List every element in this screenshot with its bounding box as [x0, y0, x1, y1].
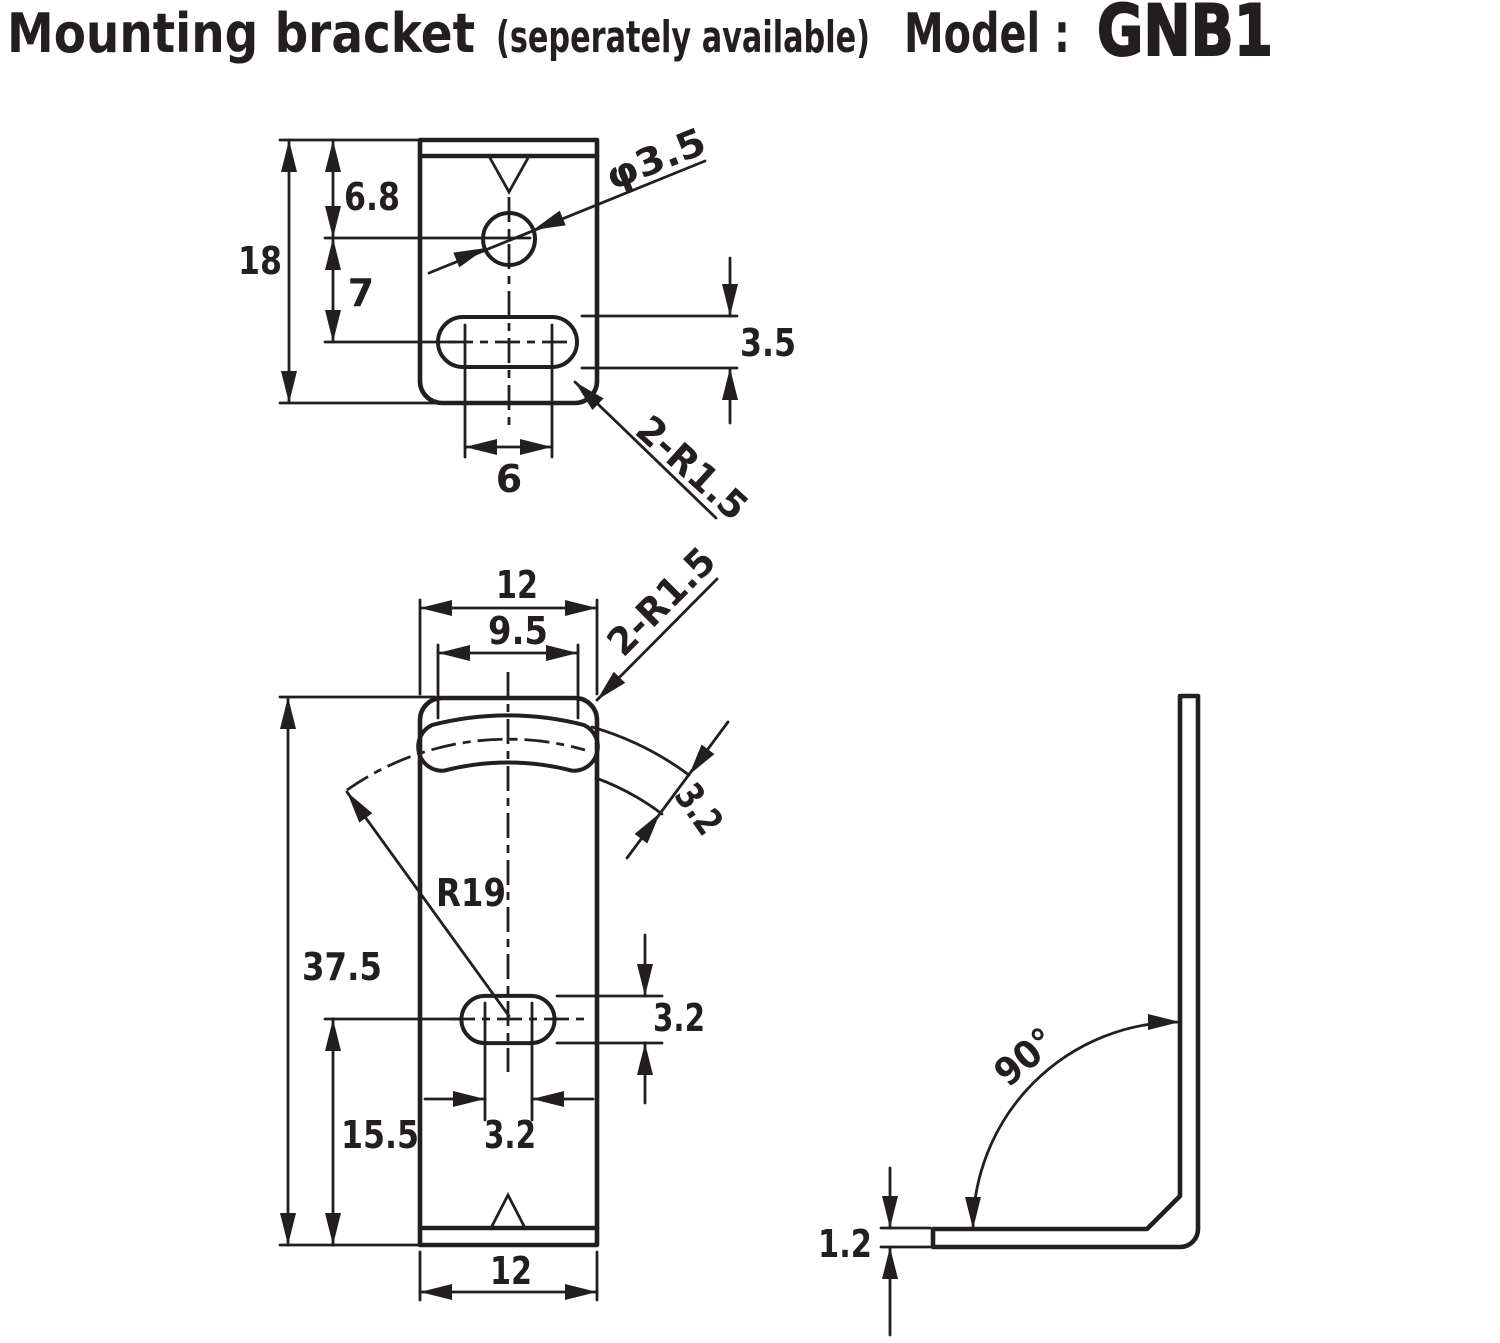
dim-label-37.5: 37.5	[302, 945, 382, 989]
dim-label-18: 18	[238, 239, 282, 283]
dim-arc-slot-centers-9.5: 9.5	[436, 609, 580, 720]
title-availability: (seperately available)	[496, 12, 870, 63]
front-view-part-outline	[417, 695, 600, 1248]
dim-slot-center-distance-6: 6	[463, 323, 554, 501]
dim-label-2R1.5-top: 2-R1.5	[627, 407, 756, 529]
dim-arc-slot-width-3.2: 3.2	[590, 720, 732, 860]
title-model-label: Model :	[904, 2, 1070, 65]
dim-label-12-top: 12	[496, 563, 538, 607]
dim-hole-from-edge-6.8: 6.8	[323, 138, 532, 240]
dim-label-15.5: 15.5	[341, 1113, 419, 1157]
dim-label-3.5: 3.5	[740, 321, 796, 365]
dim-label-3.2-centers: 3.2	[484, 1113, 536, 1157]
dim-overall-height-37.5: 37.5	[278, 695, 437, 1247]
dim-label-2R1.5-front: 2-R1.5	[598, 539, 724, 665]
dim-slot-height-3.2: 3.2	[555, 933, 705, 1105]
front-view-curved-slot	[416, 713, 600, 773]
dim-overall-depth-18: 18	[238, 138, 444, 405]
dim-width-top-12: 12	[418, 563, 599, 696]
dim-thickness-1.2: 1.2	[818, 1166, 932, 1337]
front-view: 12 9.5 2-R1.5 3.2	[278, 539, 732, 1302]
dim-label-6.8: 6.8	[344, 175, 400, 219]
dim-label-3.2-height: 3.2	[653, 996, 705, 1040]
title-model-number: GNB1	[1097, 0, 1273, 72]
front-view-vnotch-mark	[489, 1191, 527, 1230]
top-view-part-outline	[417, 137, 600, 406]
title-product: Mounting bracket	[7, 2, 475, 65]
dim-slot-center-distance-3.2: 3.2	[423, 1001, 595, 1157]
top-view: 18 6.8 7 φ3.5	[238, 119, 796, 529]
dim-label-6: 6	[496, 457, 522, 501]
dim-width-bottom-12: 12	[418, 1249, 599, 1302]
top-view-vnotch-mark	[488, 156, 530, 195]
dim-bend-angle-90: 90°	[965, 1014, 1182, 1231]
dim-label-9.5: 9.5	[488, 609, 548, 653]
dim-label-R19: R19	[436, 871, 506, 915]
dim-label-3.2-arc: 3.2	[666, 775, 732, 843]
dim-slot-from-bottom-15.5: 15.5	[323, 1017, 462, 1247]
dim-label-7: 7	[348, 271, 374, 315]
side-view: 90° 1.2	[818, 693, 1201, 1337]
side-view-part-outline	[930, 693, 1201, 1250]
dim-corner-radius-front-view: 2-R1.5	[595, 539, 724, 702]
dim-arc-radius-R19: R19	[345, 790, 511, 1018]
dim-slot-height-3.5: 3.5	[580, 256, 796, 425]
dim-label-12-bottom: 12	[490, 1249, 532, 1293]
title-block: Mounting bracket (seperately available) …	[7, 0, 1274, 73]
dim-label-90deg: 90°	[986, 1019, 1065, 1095]
dim-hole-to-slot-7: 7	[323, 236, 457, 344]
front-view-r19-centerline-arc	[346, 737, 586, 792]
dim-label-phi3.5: φ3.5	[599, 119, 712, 199]
dim-label-1.2: 1.2	[818, 1222, 872, 1266]
